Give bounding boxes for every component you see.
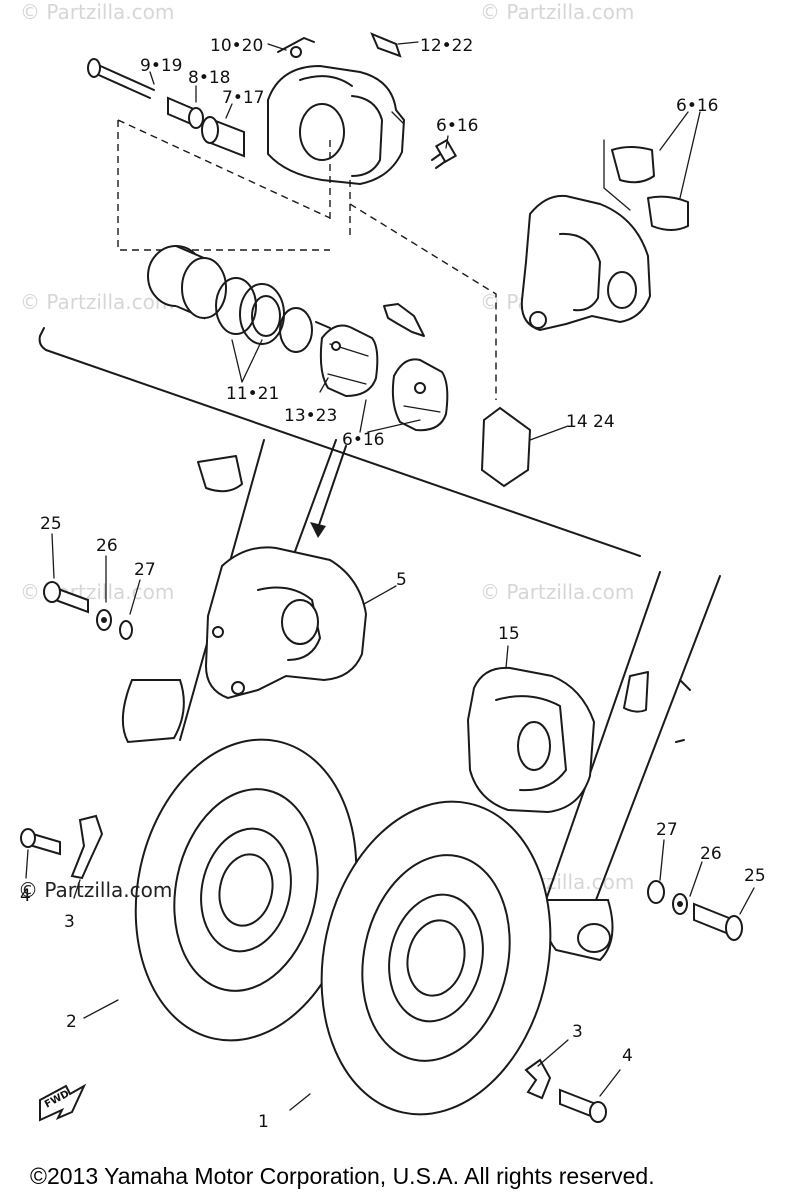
- callout-label: 27: [656, 820, 678, 840]
- brake-pad: [315, 321, 379, 398]
- pad-shim: [383, 303, 425, 337]
- caliper-assembly-left: [204, 546, 368, 700]
- callout-label: 5: [396, 570, 407, 590]
- watermark: © Partzilla.com: [20, 0, 175, 24]
- copyright-footer: ©2013 Yamaha Motor Corporation, U.S.A. A…: [30, 1163, 655, 1189]
- fork-leg-right: [543, 571, 721, 962]
- caliper-half-right: [520, 139, 689, 332]
- caliper-assembly-right: [466, 666, 596, 814]
- mount-bolt-left: [43, 581, 133, 640]
- disc-bolt-right: [524, 1058, 607, 1123]
- mount-bolt-right: [647, 880, 743, 941]
- callout-label: 12•22: [420, 36, 474, 56]
- callout-label: 25: [744, 866, 766, 886]
- callout-label: 3: [572, 1022, 583, 1042]
- callout-label: 7•17: [222, 88, 265, 108]
- watermark: © Partzilla.com: [20, 290, 175, 314]
- callout-label: 9•19: [140, 56, 183, 76]
- watermark: © Partzilla.com: [480, 0, 635, 24]
- watermark-main: © Partzilla.com: [18, 878, 173, 902]
- callout-label: 3: [64, 912, 75, 932]
- piston: [147, 245, 227, 320]
- callout-label: 11•21: [226, 384, 280, 404]
- bracket-small: [370, 32, 402, 58]
- callout-label: 6•16: [436, 116, 479, 136]
- caliper-cover: [480, 406, 532, 488]
- watermark: © Partzilla.com: [480, 580, 635, 604]
- callout-label: 6•16: [676, 96, 719, 116]
- callout-label: 27: [134, 560, 156, 580]
- disc-bolt-left: [20, 814, 104, 880]
- piston-seal: [215, 277, 313, 353]
- pad-bolt: [431, 138, 458, 169]
- callout-label: 4: [622, 1046, 633, 1066]
- callout-label: 15: [498, 624, 520, 644]
- fwd-arrow-icon: [39, 1083, 87, 1122]
- bushing: [167, 96, 204, 129]
- brake-disc-right: [320, 800, 552, 1116]
- callout-label: 1: [258, 1112, 269, 1132]
- brake-disc-left: [134, 738, 358, 1042]
- callout-label: 4: [20, 886, 31, 906]
- callout-label: 26: [700, 844, 722, 864]
- callout-label: 2: [66, 1012, 77, 1032]
- caliper-bolt: [87, 58, 155, 99]
- callout-label: 10•20: [210, 36, 264, 56]
- callout-label: 25: [40, 514, 62, 534]
- callout-label: 14 24: [566, 412, 615, 432]
- callout-label: 13•23: [284, 406, 338, 426]
- callout-label: 6•16: [342, 430, 385, 450]
- callout-label: 8•18: [188, 68, 231, 88]
- callout-label: 26: [96, 536, 118, 556]
- sleeve: [201, 116, 245, 158]
- brake-pad-2: [391, 358, 449, 432]
- bleed-screw: [277, 37, 315, 58]
- caliper-body-exploded: [267, 64, 406, 186]
